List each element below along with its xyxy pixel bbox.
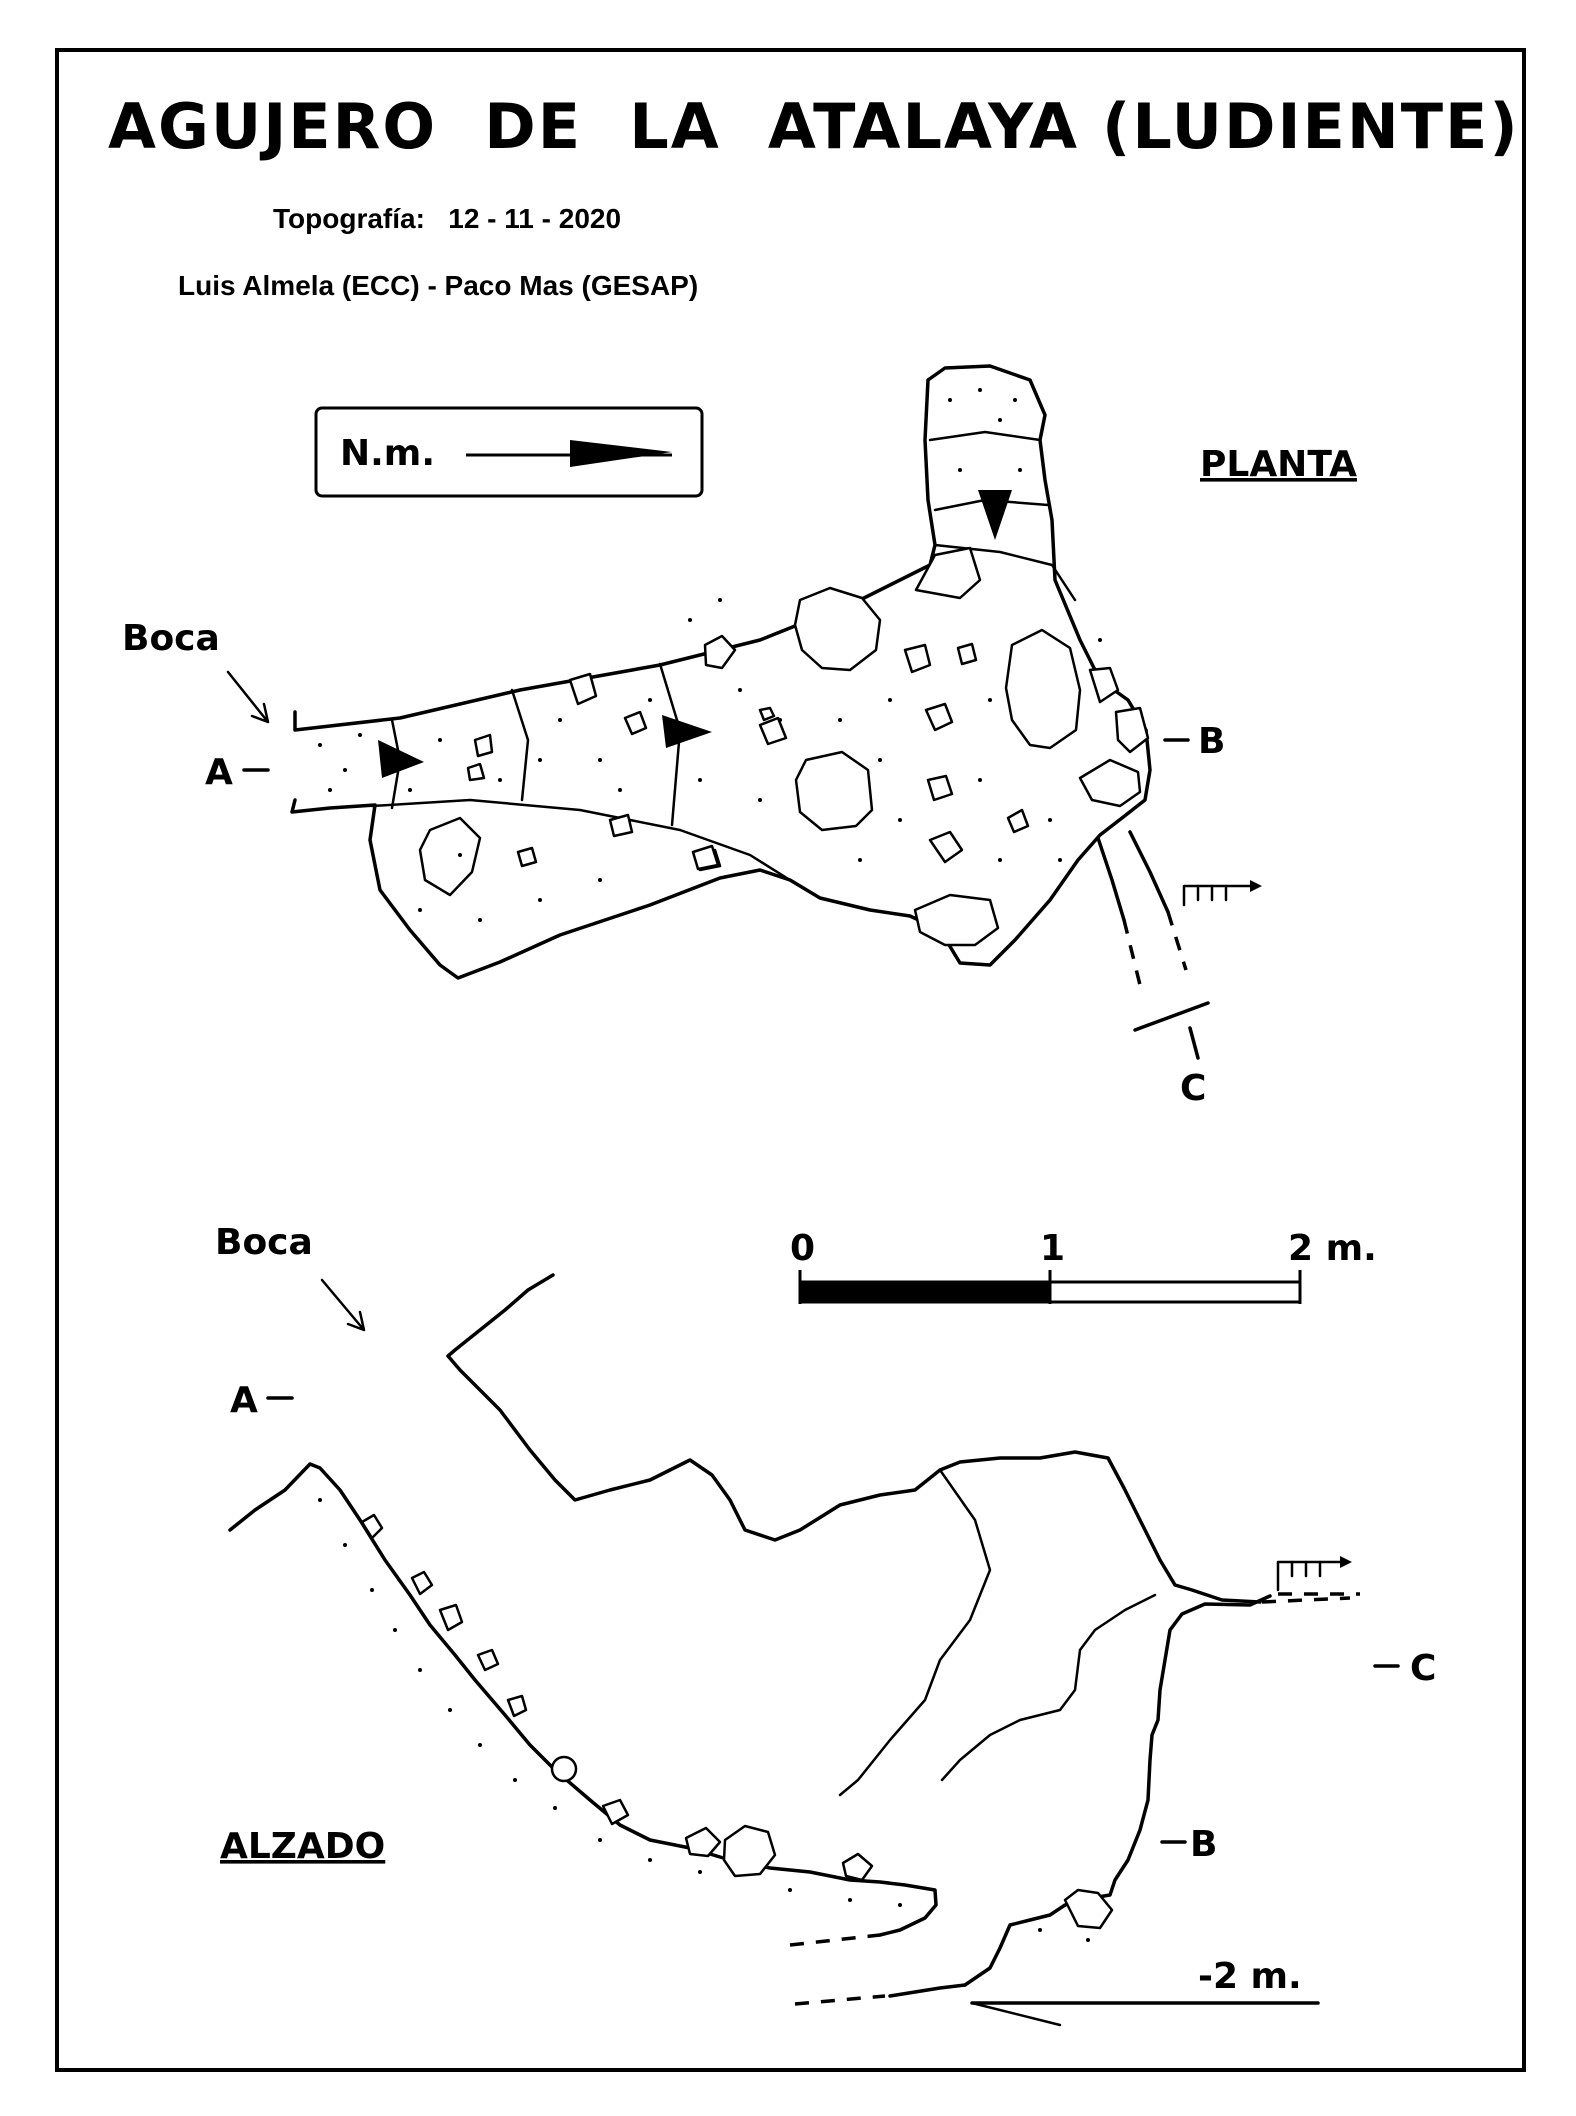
elevation-view: Boca A [215, 1222, 1436, 2027]
elevation-point-b-label: B [1190, 1824, 1217, 1865]
elevation-floor-dashed [789, 1933, 881, 1947]
sheet-title-suffix: (LUDIENTE) [1102, 90, 1520, 163]
elevation-floor-texture [318, 1498, 1090, 1942]
scale-bar: 0 1 2 m. [790, 1228, 1377, 1304]
plan-point-c-tick [1188, 1026, 1200, 1060]
plan-passage-to-c [1096, 836, 1126, 922]
north-arrow-icon [466, 440, 672, 467]
plan-flow-arrow-2 [662, 715, 712, 748]
elevation-depth-arrow [970, 2001, 1062, 2027]
scale-tick-2: 2 m. [1288, 1228, 1377, 1269]
plan-flow-arrow-1 [378, 740, 424, 778]
plan-cave-outline [290, 364, 1152, 980]
survey-authors: Luis Almela (ECC) - Paco Mas (GESAP) [178, 270, 698, 301]
elevation-point-c-label: C [1410, 1648, 1436, 1689]
north-label: N.m. [340, 433, 435, 474]
plan-inner-line-3 [510, 688, 530, 802]
plan-continuation-icon [1182, 880, 1262, 907]
sheet-title: AGUJERO DE LA ATALAYA [108, 90, 1079, 163]
plan-section-c-line [1133, 1001, 1210, 1032]
plan-point-c-label: C [1180, 1068, 1206, 1109]
plan-entrance-arrow [226, 670, 270, 724]
plan-flow-arrow-3 [978, 490, 1012, 540]
survey-date: Topografía: 12 - 11 - 2020 [273, 203, 621, 234]
plan-point-b-label: B [1198, 721, 1225, 762]
scale-tick-0: 0 [790, 1228, 815, 1269]
elevation-fissure-1 [838, 1468, 992, 1797]
elevation-entrance-arrow [320, 1278, 366, 1332]
elevation-floor-profile [228, 1462, 938, 1937]
elevation-lower-shaft [963, 1594, 1272, 1987]
elevation-entrance-label: Boca [215, 1222, 313, 1263]
plan-passage-dashed-right [1166, 911, 1188, 971]
plan-inner-line-5 [928, 430, 1042, 442]
north-arrow-box: N.m. [314, 406, 704, 498]
scale-tick-1: 1 [1040, 1228, 1065, 1269]
elevation-ceiling-dashed [1261, 1596, 1351, 1604]
elevation-point-a-label: A [230, 1380, 258, 1421]
sheet-border [55, 48, 1526, 2072]
plan-point-a-label: A [205, 752, 233, 793]
plan-heading: PLANTA [1200, 444, 1357, 485]
elevation-ceiling-profile [446, 1273, 1262, 1604]
elevation-continuation-icon [1276, 1556, 1352, 1592]
plan-floor-texture [318, 388, 1102, 922]
plan-passage-dashed-left [1122, 919, 1142, 986]
elevation-heading: ALZADO [220, 1826, 385, 1867]
elevation-floor-boulders [360, 1513, 1114, 1930]
elevation-depth-label: -2 m. [1198, 1956, 1302, 1997]
plan-entrance-label: Boca [122, 618, 220, 659]
plan-view: PLANTA Boca A [122, 364, 1357, 1109]
plan-boulders [418, 546, 1150, 947]
elevation-fissure-2 [940, 1593, 1157, 1782]
elevation-bottom-dashed [794, 1994, 886, 2006]
